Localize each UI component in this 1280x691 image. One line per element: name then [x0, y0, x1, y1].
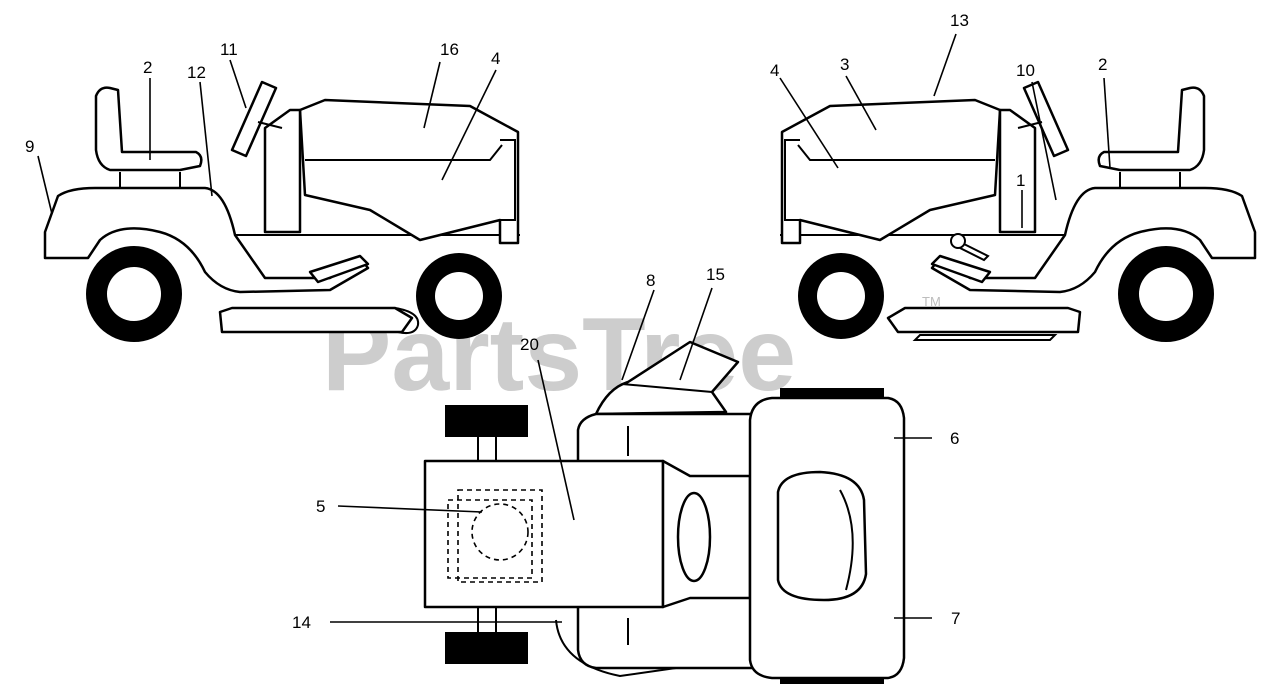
callout-2-left: 2: [143, 58, 152, 77]
callout-12: 12: [187, 63, 206, 82]
callout-8: 8: [646, 271, 655, 290]
callout-10: 10: [1016, 61, 1035, 80]
callout-9: 9: [25, 137, 34, 156]
callout-4-right: 4: [770, 61, 779, 80]
callout-11: 11: [220, 40, 238, 59]
leader-lines: [37, 33, 1111, 623]
callout-7: 7: [951, 609, 960, 628]
right-side-view: [780, 80, 1257, 342]
trademark: TM: [922, 294, 941, 309]
callout-6: 6: [950, 429, 959, 448]
callout-3: 3: [840, 55, 849, 74]
callout-5: 5: [316, 497, 325, 516]
callout-1: 1: [1016, 171, 1025, 190]
callout-20: 20: [520, 335, 539, 354]
callout-4-left: 4: [491, 49, 500, 68]
callout-14: 14: [292, 613, 311, 632]
callout-2-right: 2: [1098, 55, 1107, 74]
callout-15: 15: [706, 265, 725, 284]
left-side-view: [43, 80, 520, 342]
callout-labels: 9 2 12 11 16 4 4 3 13 10 1 2 8 15 20 5 1…: [25, 11, 1107, 632]
callout-16: 16: [440, 40, 459, 59]
top-view: [423, 340, 906, 684]
callout-13: 13: [950, 11, 969, 30]
